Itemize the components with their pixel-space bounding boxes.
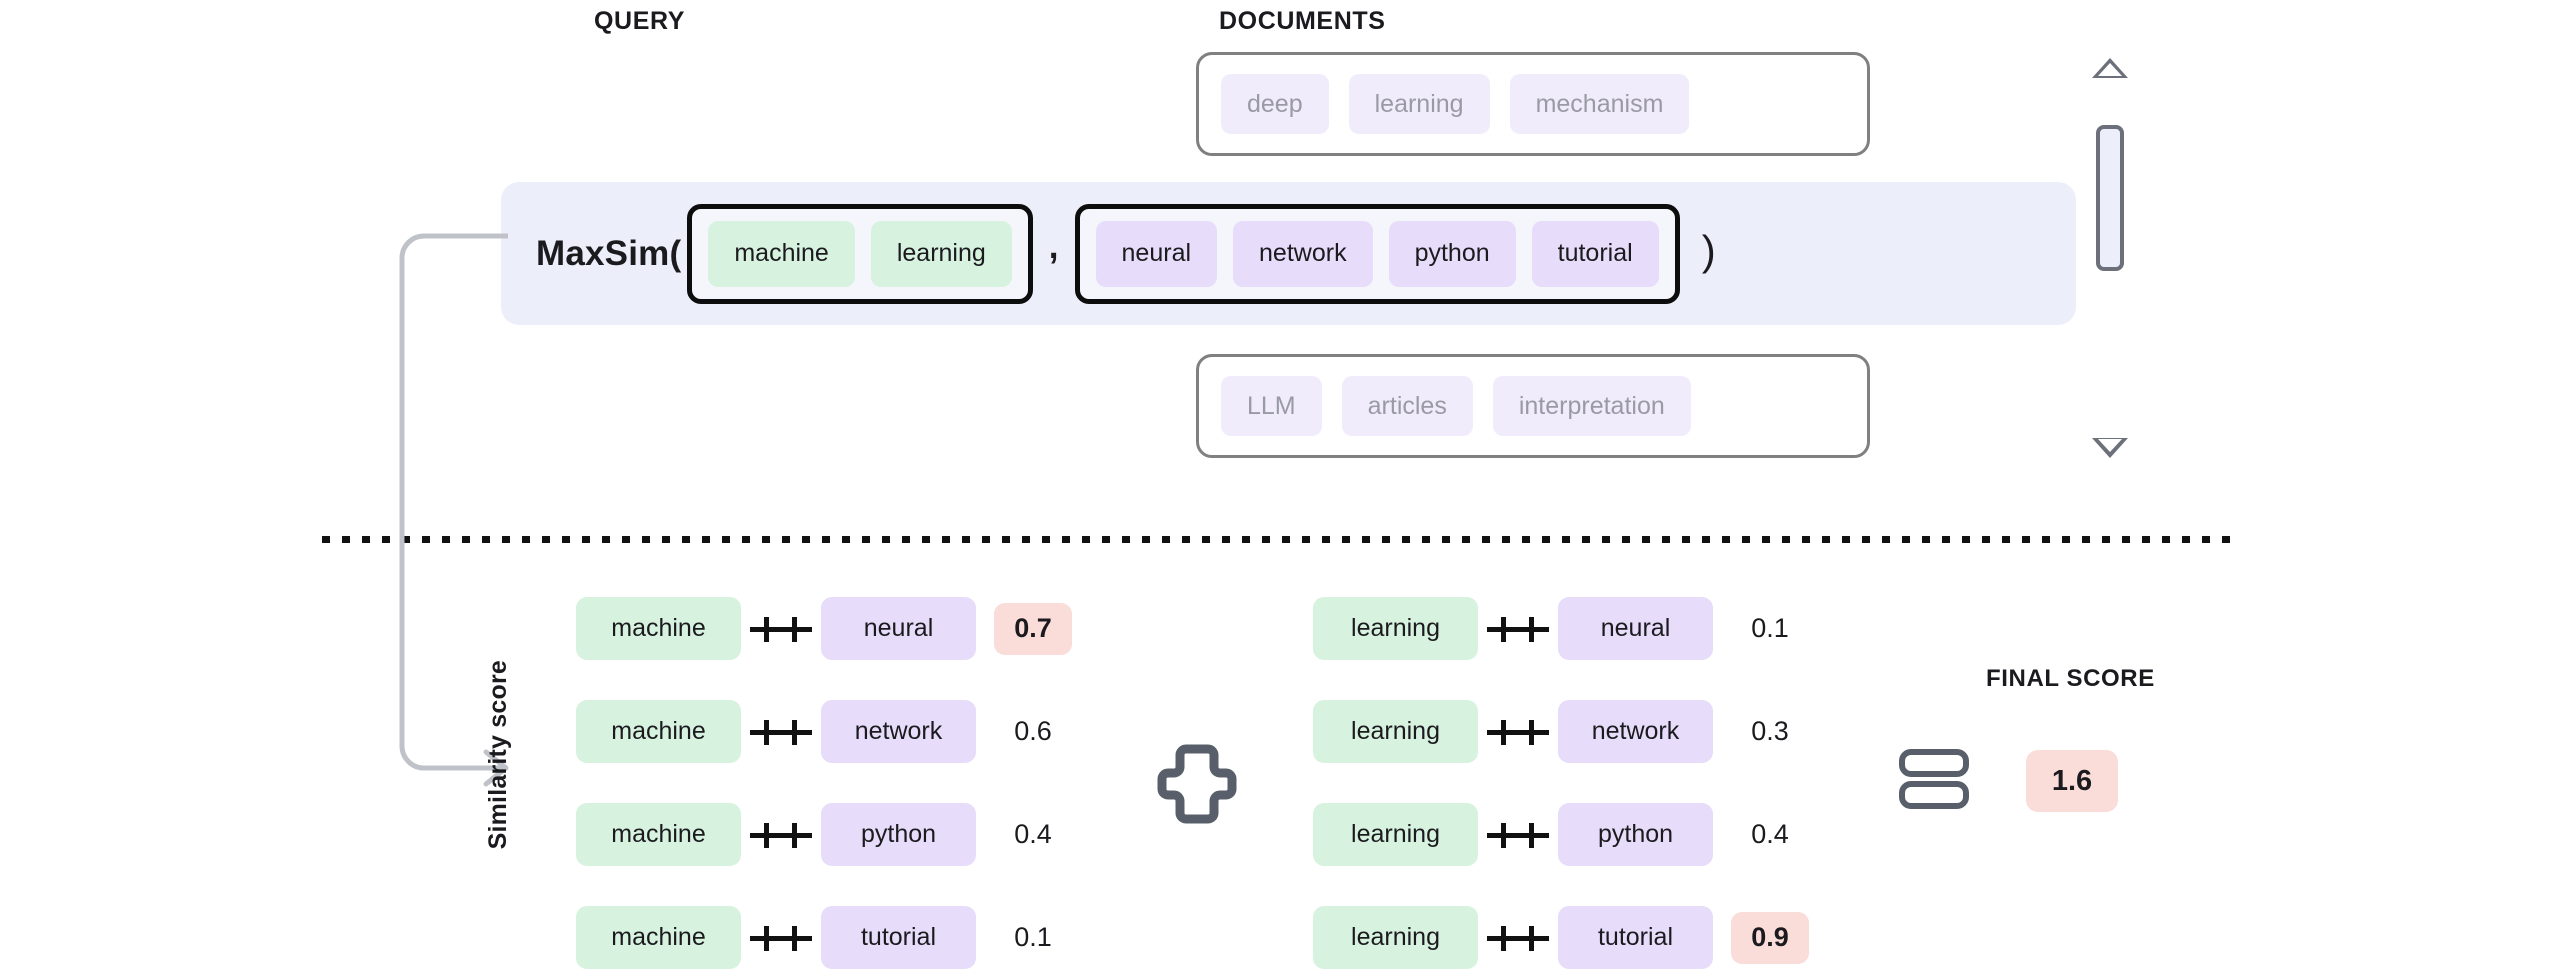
similarity-connector-icon	[1487, 822, 1549, 848]
pair-row: learning tutorial 0.9	[1313, 906, 1809, 969]
inactive-document-row-top[interactable]: deep learning mechanism	[1196, 52, 1870, 156]
equals-icon	[1899, 749, 1969, 809]
query-token-chip: machine	[576, 906, 741, 969]
similarity-connector-icon	[750, 616, 812, 642]
pair-group-learning: learning neural 0.1 learning network 0.3…	[1313, 597, 1809, 969]
pair-row: machine neural 0.7	[576, 597, 1072, 660]
query-token-chip: machine	[576, 597, 741, 660]
document-token-chip: tutorial	[1558, 906, 1713, 969]
document-token-chip: tutorial	[821, 906, 976, 969]
document-token-chip: LLM	[1221, 376, 1322, 436]
final-score-value: 1.6	[2026, 750, 2118, 812]
query-token-chip: learning	[870, 220, 1012, 287]
document-token-chip: neural	[1558, 597, 1713, 660]
maxsim-function-label: MaxSim(	[536, 233, 682, 273]
document-token-chip: learning	[1348, 74, 1490, 134]
similarity-connector-icon	[1487, 719, 1549, 745]
document-token-chip: network	[821, 700, 976, 763]
similarity-score-value: 0.9	[1731, 911, 1809, 964]
closing-paren: )	[1701, 226, 1716, 274]
similarity-score-axis-label: Similarity score	[484, 660, 512, 850]
document-token-chip: mechanism	[1509, 74, 1690, 134]
similarity-connector-icon	[750, 925, 812, 951]
pair-group-machine: machine neural 0.7 machine network 0.6 m…	[576, 597, 1072, 969]
pair-row: learning network 0.3	[1313, 700, 1809, 763]
similarity-score-value: 0.4	[1751, 819, 1789, 849]
argument-separator: ,	[1048, 227, 1059, 266]
query-token-chip: machine	[576, 803, 741, 866]
similarity-score-value: 0.6	[1014, 716, 1052, 746]
document-token-chip: tutorial	[1531, 220, 1659, 287]
pair-row: learning neural 0.1	[1313, 597, 1809, 660]
query-token-chip: machine	[576, 700, 741, 763]
document-token-chip: network	[1233, 220, 1373, 287]
similarity-connector-icon	[750, 719, 812, 745]
final-score-header: FINAL SCORE	[1986, 665, 2155, 692]
document-token-chip: deep	[1221, 74, 1329, 134]
maxsim-expression-banner: MaxSim( machine learning , neural networ…	[501, 182, 2076, 325]
document-token-chip: python	[1558, 803, 1713, 866]
plus-icon	[1157, 744, 1237, 824]
query-token-chip: learning	[1313, 700, 1478, 763]
pair-row: learning python 0.4	[1313, 803, 1809, 866]
query-column-header: QUERY	[594, 7, 685, 35]
similarity-connector-icon	[1487, 925, 1549, 951]
section-divider	[322, 536, 2240, 543]
similarity-score-value: 0.7	[994, 602, 1072, 655]
document-token-chip: neural	[1095, 220, 1218, 287]
pair-row: machine python 0.4	[576, 803, 1072, 866]
similarity-connector-icon	[750, 822, 812, 848]
similarity-score-value: 0.3	[1751, 716, 1789, 746]
similarity-score-value: 0.4	[1014, 819, 1052, 849]
query-token-chip: learning	[1313, 906, 1478, 969]
pair-row: machine network 0.6	[576, 700, 1072, 763]
document-token-chip: network	[1558, 700, 1713, 763]
triangle-up-icon[interactable]	[2092, 58, 2128, 78]
similarity-score-value: 0.1	[1751, 613, 1789, 643]
query-token-chip: learning	[1313, 597, 1478, 660]
document-token-chip: articles	[1341, 376, 1473, 436]
query-token-box[interactable]: machine learning	[687, 203, 1033, 304]
query-token-chip: machine	[708, 220, 855, 287]
pair-row: machine tutorial 0.1	[576, 906, 1072, 969]
document-token-box[interactable]: neural network python tutorial	[1074, 203, 1680, 304]
scrollbar-thumb[interactable]	[2096, 125, 2124, 271]
document-token-chip: interpretation	[1492, 376, 1691, 436]
similarity-score-value: 0.1	[1014, 922, 1052, 952]
document-token-chip: python	[821, 803, 976, 866]
inactive-document-row-bottom[interactable]: LLM articles interpretation	[1196, 354, 1870, 458]
triangle-down-icon[interactable]	[2092, 438, 2128, 458]
documents-column-header: DOCUMENTS	[1219, 7, 1386, 35]
similarity-connector-icon	[1487, 616, 1549, 642]
document-token-chip: python	[1388, 220, 1516, 287]
document-token-chip: neural	[821, 597, 976, 660]
query-token-chip: learning	[1313, 803, 1478, 866]
